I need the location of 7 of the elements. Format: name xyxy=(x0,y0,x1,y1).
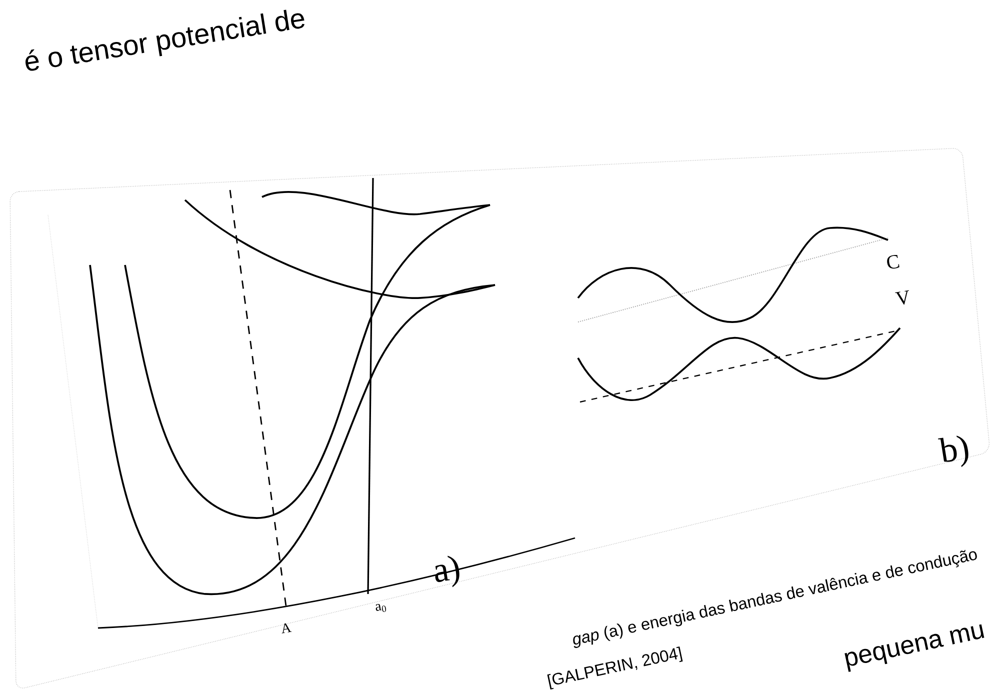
curve-label: C xyxy=(887,255,900,269)
curve-label: V xyxy=(895,290,909,305)
axis-label: a$_{0}$ xyxy=(376,604,386,612)
text-fragment: pequena mu xyxy=(844,624,984,672)
axis-label: A xyxy=(282,623,292,634)
panel-label: b) xyxy=(938,436,968,468)
text-fragment: é o tensor potencial de xyxy=(26,10,304,71)
